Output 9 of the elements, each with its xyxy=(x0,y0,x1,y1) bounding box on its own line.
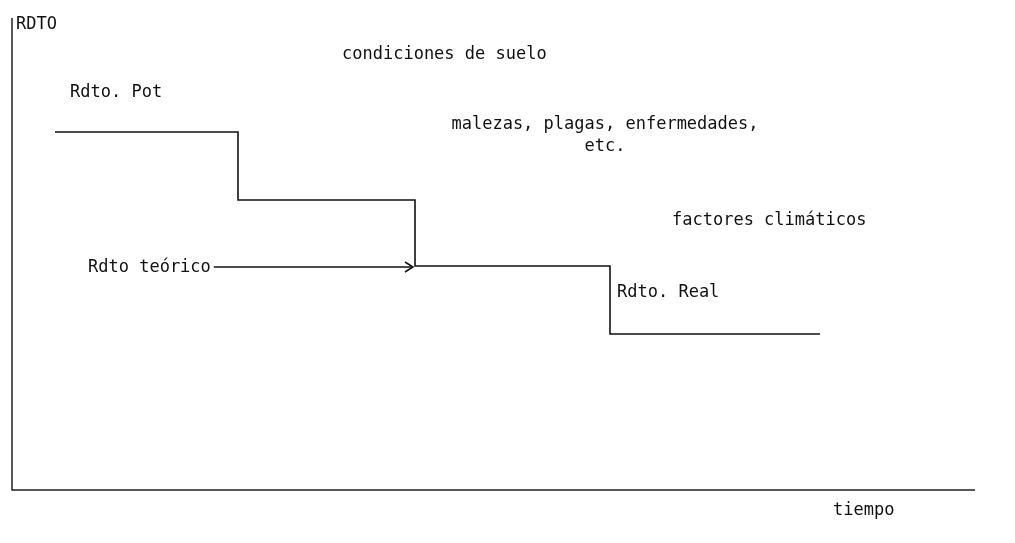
axis-label: RDTO xyxy=(16,12,57,34)
annotation-text: factores climáticos xyxy=(672,208,867,230)
curve-label: Rdto teórico xyxy=(88,255,211,277)
axis-label: tiempo xyxy=(833,498,895,520)
annotation-text: malezas, plagas, enfermedades, etc. xyxy=(450,112,760,156)
curve-label: Rdto. Pot xyxy=(70,80,163,102)
arrow xyxy=(213,261,414,273)
annotation-text: condiciones de suelo xyxy=(342,42,547,64)
curve-label: Rdto. Real xyxy=(617,280,720,302)
